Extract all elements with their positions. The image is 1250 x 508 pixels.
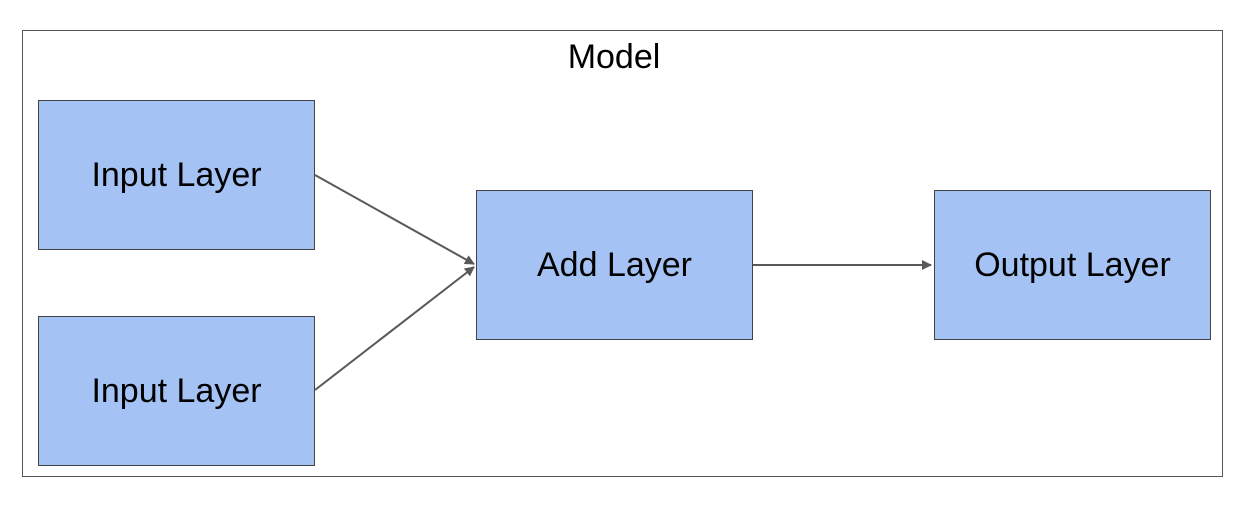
node-input-layer-2: Input Layer (38, 316, 315, 466)
node-label: Input Layer (91, 371, 262, 410)
model-title: Model (567, 38, 661, 76)
node-add-layer: Add Layer (476, 190, 753, 340)
node-label: Input Layer (91, 155, 262, 194)
edge-input-2-to-add (314, 266, 475, 391)
node-input-layer-1: Input Layer (38, 100, 315, 250)
node-output-layer: Output Layer (934, 190, 1211, 340)
node-label: Output Layer (974, 245, 1171, 284)
edge-input-1-to-add (314, 174, 475, 265)
node-label: Add Layer (537, 245, 692, 284)
